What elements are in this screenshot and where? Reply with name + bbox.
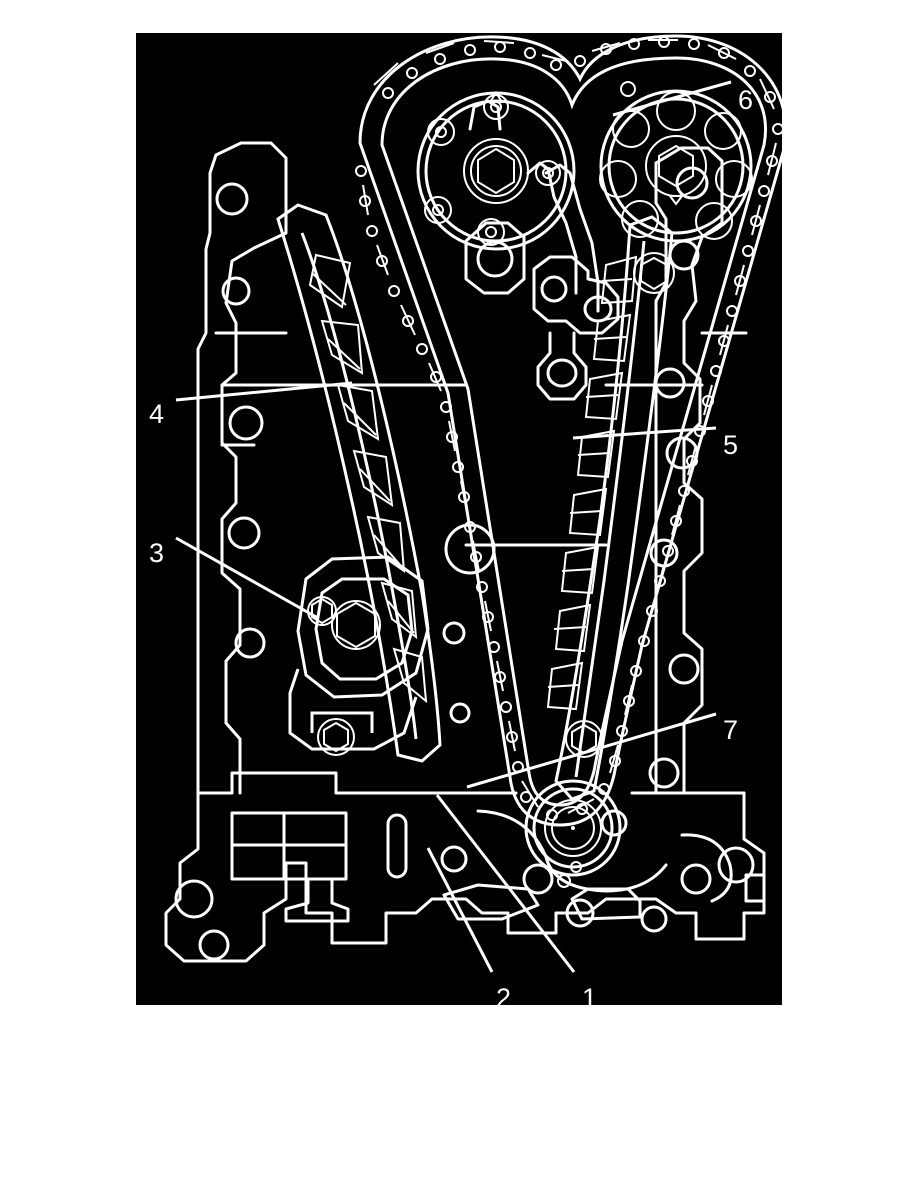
leader-line-6 — [612, 80, 732, 117]
leader-line-5 — [572, 426, 717, 440]
callout-labels: 1 2 3 4 5 6 7 — [149, 85, 753, 1005]
timing-chain-illustration: 1 2 3 4 5 6 7 — [136, 33, 782, 1005]
callout-leader-lines — [175, 80, 732, 973]
timing-chain-figure-panel: 1 2 3 4 5 6 7 — [136, 33, 782, 1005]
callout-label-4: 4 — [149, 399, 164, 429]
callout-label-2: 2 — [496, 983, 511, 1005]
crankshaft-sprocket-timing-mark — [557, 861, 582, 888]
leader-line-3 — [175, 536, 319, 620]
callout-label-1: 1 — [582, 983, 597, 1005]
leader-line-2 — [426, 847, 494, 973]
left-chain-guide-rail — [276, 203, 442, 763]
callout-label-3: 3 — [149, 538, 164, 568]
chain-tensioner-assembly — [288, 555, 430, 756]
leader-line-4 — [175, 381, 353, 402]
callout-label-5: 5 — [723, 430, 738, 460]
left-camshaft-sprocket — [416, 91, 576, 251]
leader-line-1 — [435, 794, 576, 973]
callout-label-6: 6 — [738, 85, 753, 115]
crankshaft-sprocket — [524, 779, 622, 888]
leader-line-7 — [466, 712, 717, 789]
callout-label-7: 7 — [723, 715, 738, 745]
